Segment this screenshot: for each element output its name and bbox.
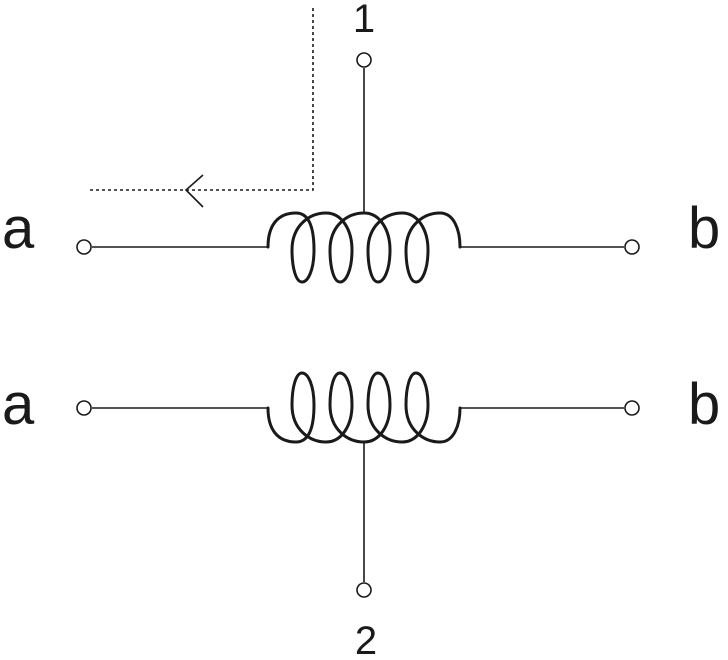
current-path-indicator xyxy=(88,8,314,208)
top-inductor: a b xyxy=(2,196,720,284)
terminal-2-label: 2 xyxy=(355,619,377,660)
terminal-2-node xyxy=(356,582,372,598)
top-right-label: b xyxy=(688,196,720,261)
terminal-1-label: 1 xyxy=(353,0,375,41)
bottom-inductor: a b xyxy=(2,371,720,444)
arrow-left-icon xyxy=(184,174,204,208)
dashed-path xyxy=(88,8,314,191)
bottom-left-node xyxy=(76,400,92,416)
terminal-1-group: 1 xyxy=(353,0,375,214)
bottom-right-node xyxy=(624,400,640,416)
bottom-coil xyxy=(266,371,462,444)
top-left-node xyxy=(76,239,92,255)
terminal-1-node xyxy=(356,52,372,68)
top-right-node xyxy=(624,239,640,255)
bottom-left-label: a xyxy=(2,372,35,437)
top-left-label: a xyxy=(2,196,35,261)
top-coil xyxy=(266,211,462,284)
terminal-2-group: 2 xyxy=(355,442,377,660)
bottom-right-label: b xyxy=(688,372,720,437)
